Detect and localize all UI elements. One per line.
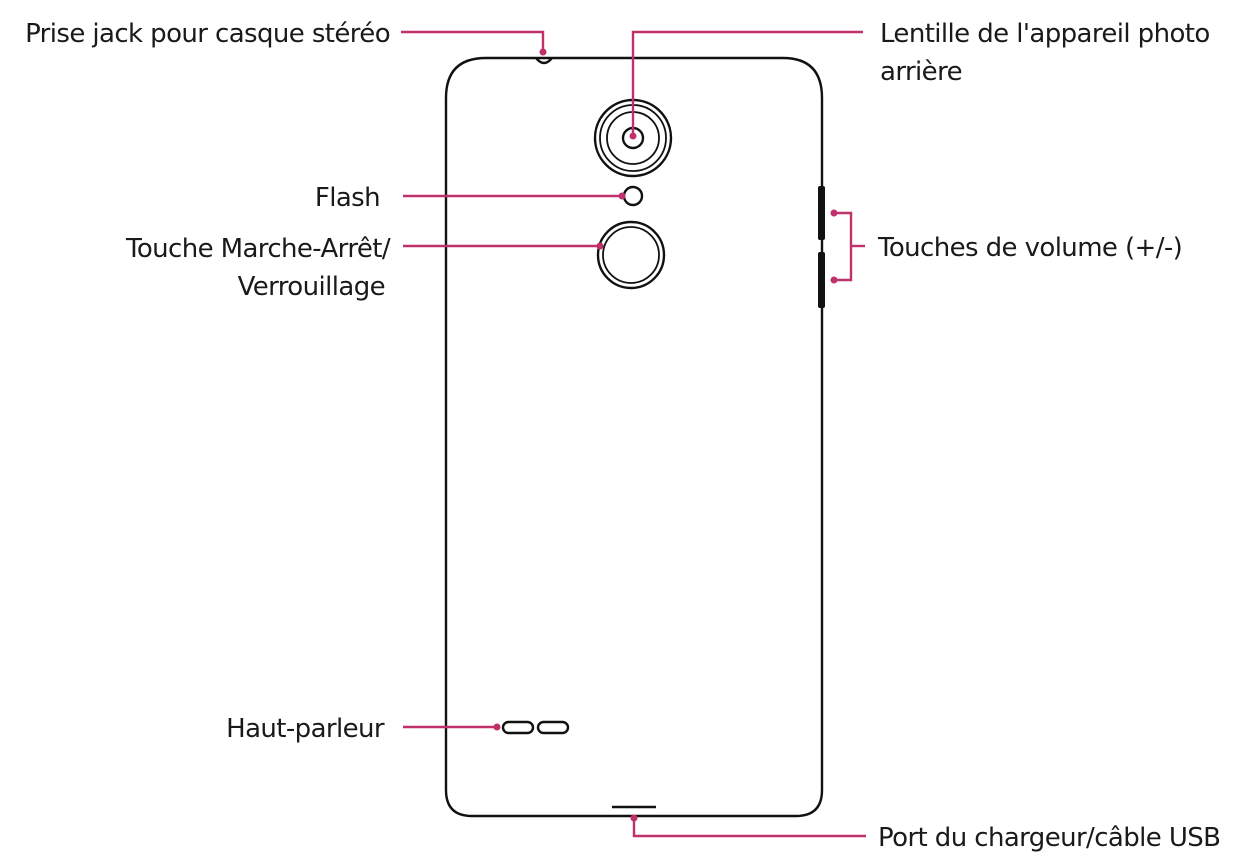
label-power-key-line2: Verrouillage	[238, 272, 385, 302]
label-speaker: Haut-parleur	[226, 714, 385, 744]
callout-labels: Prise jack pour casque stéréo Lentille d…	[25, 19, 1221, 853]
volume-up-key	[818, 186, 825, 240]
label-volume-keys: Touches de volume (+/-)	[877, 233, 1182, 263]
volume-down-key	[818, 252, 825, 308]
flash-icon	[622, 185, 644, 207]
label-power-key-line1: Touche Marche-Arrêt/	[125, 234, 391, 264]
label-headphone-jack: Prise jack pour casque stéréo	[25, 19, 390, 49]
speaker-grille	[501, 720, 570, 735]
label-rear-camera-line1: Lentille de l'appareil photo	[880, 19, 1210, 49]
label-charger-port: Port du chargeur/câble USB	[878, 823, 1220, 853]
headphone-jack	[535, 57, 553, 65]
label-rear-camera-line2: arrière	[880, 57, 962, 87]
leader-rear-camera	[631, 30, 863, 136]
leader-headphone-jack	[401, 30, 545, 50]
power-lock-key	[596, 220, 666, 290]
leader-charger-port	[632, 818, 866, 838]
leader-volume-keys	[835, 211, 853, 282]
leader-lines	[401, 30, 866, 838]
label-flash: Flash	[315, 183, 380, 213]
